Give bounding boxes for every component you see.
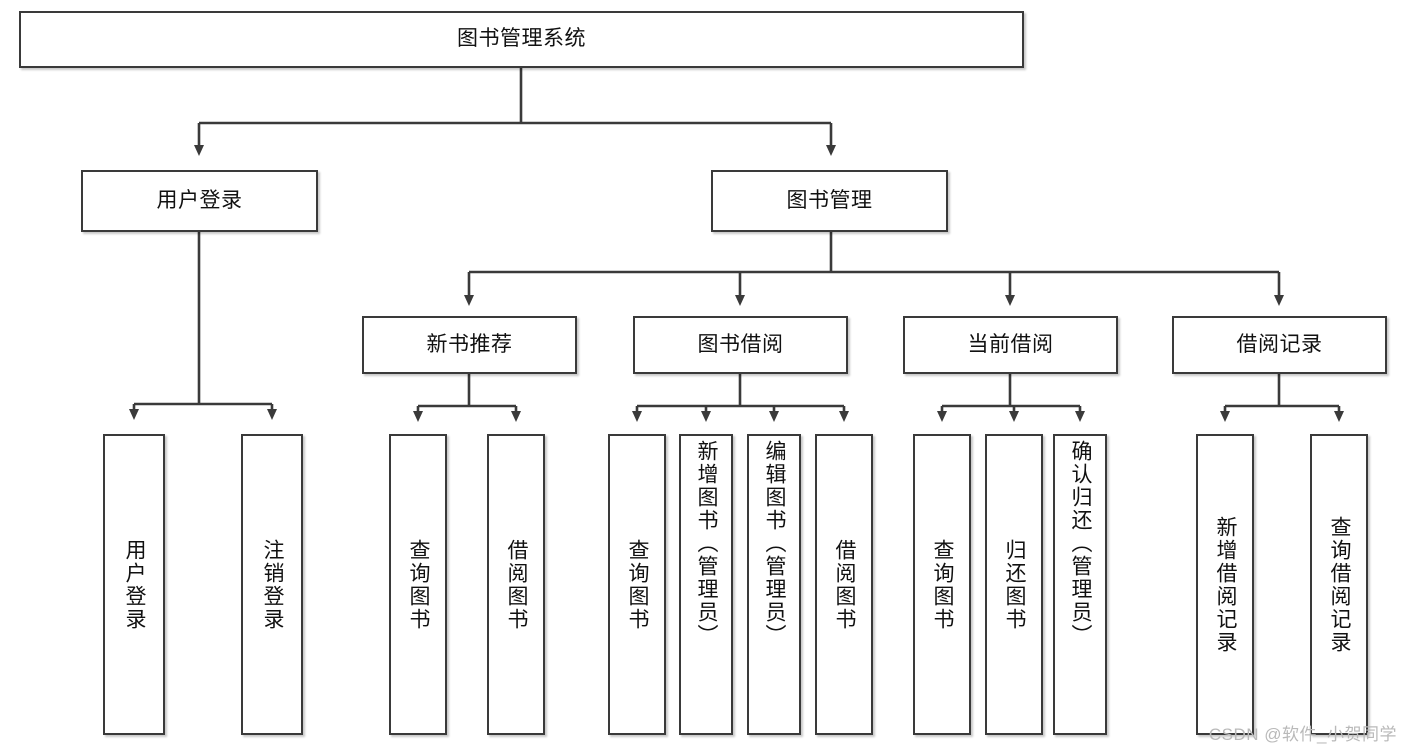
leaf-node[interactable]: 借阅图书: [815, 434, 873, 735]
connectors-root: [194, 68, 836, 156]
leaf-label: 借阅图书: [505, 538, 529, 631]
leaf-node[interactable]: 新增图书（管理员）: [679, 434, 733, 735]
node-root[interactable]: 图书管理系统: [19, 11, 1024, 68]
leaf-node[interactable]: 查询图书: [913, 434, 971, 735]
leaf-node[interactable]: 注销登录: [241, 434, 303, 735]
node-new-book-recommend-label: 新书推荐: [426, 332, 513, 356]
node-user-login[interactable]: 用户登录: [81, 170, 318, 232]
node-current-borrow-label: 当前借阅: [967, 332, 1054, 356]
leaf-node[interactable]: 编辑图书（管理员）: [747, 434, 801, 735]
connectors-current: [937, 374, 1085, 422]
connectors-user-login: [129, 232, 277, 420]
leaf-label: 借阅图书: [833, 538, 857, 631]
leaf-label: 新增图书（管理员）: [695, 440, 719, 647]
leaf-label: 查询图书: [407, 538, 431, 631]
node-user-login-label: 用户登录: [156, 188, 243, 212]
node-book-management[interactable]: 图书管理: [711, 170, 948, 232]
leaf-label: 归还图书: [1003, 538, 1027, 631]
leaf-node[interactable]: 归还图书: [985, 434, 1043, 735]
leaf-node[interactable]: 确认归还（管理员）: [1053, 434, 1107, 735]
node-root-label: 图书管理系统: [457, 27, 586, 51]
node-current-borrow[interactable]: 当前借阅: [903, 316, 1118, 374]
node-book-borrow[interactable]: 图书借阅: [633, 316, 848, 374]
leaf-label: 查询借阅记录: [1328, 515, 1352, 654]
leaf-label: 用户登录: [123, 538, 147, 631]
leaf-label: 注销登录: [261, 538, 285, 631]
node-book-borrow-label: 图书借阅: [697, 332, 784, 356]
leaf-label: 查询图书: [931, 538, 955, 631]
leaf-label: 查询图书: [626, 538, 650, 631]
watermark: CSDN @软件_小贺同学: [1208, 725, 1397, 744]
leaf-node[interactable]: 借阅图书: [487, 434, 545, 735]
node-book-management-label: 图书管理: [786, 188, 873, 212]
node-borrow-records[interactable]: 借阅记录: [1172, 316, 1387, 374]
node-new-book-recommend[interactable]: 新书推荐: [362, 316, 577, 374]
leaf-node[interactable]: 用户登录: [103, 434, 165, 735]
leaf-node[interactable]: 查询图书: [389, 434, 447, 735]
leaf-node[interactable]: 查询借阅记录: [1310, 434, 1368, 735]
leaf-label: 编辑图书（管理员）: [763, 440, 787, 647]
leaf-label: 新增借阅记录: [1214, 515, 1238, 654]
leaf-label: 确认归还（管理员）: [1069, 440, 1093, 647]
node-borrow-records-label: 借阅记录: [1236, 332, 1323, 356]
connectors-book-manage: [464, 232, 1284, 306]
connectors-records: [1220, 374, 1344, 422]
leaf-node[interactable]: 查询图书: [608, 434, 666, 735]
connectors-new-book: [413, 374, 521, 422]
leaf-node[interactable]: 新增借阅记录: [1196, 434, 1254, 735]
connectors-borrow: [632, 374, 849, 422]
